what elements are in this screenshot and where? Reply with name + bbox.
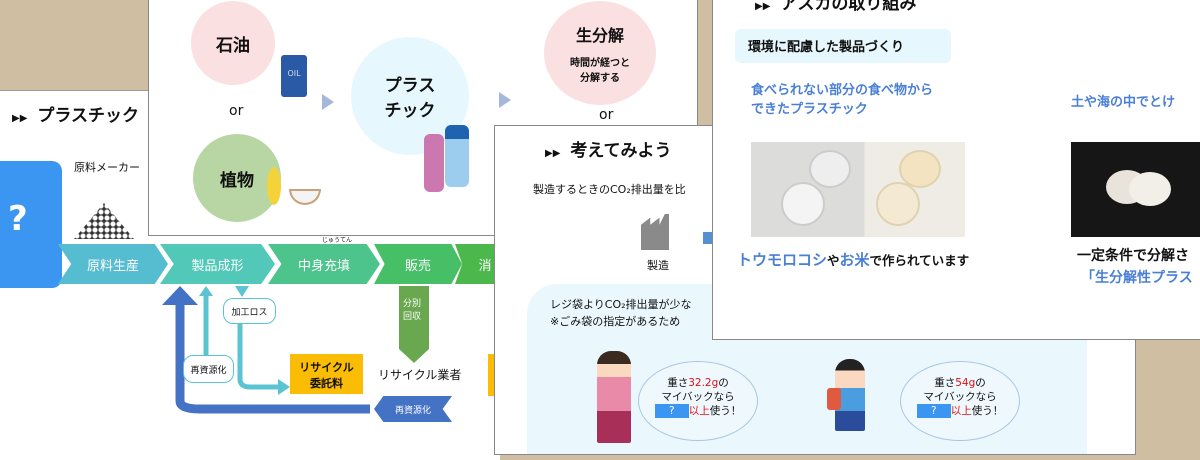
woman-icon xyxy=(597,351,631,443)
sorted-label: 分別 回収 xyxy=(403,299,422,322)
speech-bubble-2: 重さ54gの マイバックなら ?以上使う！ xyxy=(900,361,1020,441)
slide-asuka: ▶▶アスカの取り組み 環境に配慮した製品づくり 食べられない部分の食べ物から で… xyxy=(712,0,1200,340)
step-sales: 販売 xyxy=(374,244,462,284)
answer-input-1[interactable]: ? xyxy=(654,404,689,418)
oil-drum-icon: OIL xyxy=(281,55,307,97)
loss-box: 加工ロス xyxy=(223,298,276,324)
question-box[interactable]: ? xyxy=(0,161,62,288)
step-filling: 中身充填 xyxy=(268,244,380,284)
left-heading: 食べられない部分の食べ物から できたプラスチック xyxy=(751,83,934,117)
compare-text: 製造するときのCO₂排出量を比 xyxy=(533,183,686,196)
dish-photo xyxy=(1071,142,1200,237)
step-consume: 消 xyxy=(455,244,500,284)
arrow-icon xyxy=(499,92,511,108)
or-label-2: or xyxy=(599,107,614,123)
corn-icon xyxy=(267,167,281,205)
flow-title: ▶▶プラスチック xyxy=(12,106,140,126)
note-text: レジ袋よりCO₂排出量が少な※ごみ袋の指定があるため xyxy=(550,298,692,328)
answer-input-2[interactable]: ? xyxy=(916,404,951,418)
tag-label: 環境に配慮した製品づくり xyxy=(735,29,951,63)
speech-bubble-1: 重さ32.2gの マイバックなら ?以上使う！ xyxy=(638,361,758,441)
think-title: ▶▶考えてみよう xyxy=(545,141,672,161)
arrow-icon xyxy=(322,94,334,110)
maker-label: 原料メーカー xyxy=(74,161,140,174)
or-label: or xyxy=(229,103,244,119)
recycle-box: 再資源化 xyxy=(183,355,234,383)
step-raw: 原料生産 xyxy=(58,244,168,284)
recycle-arrow: 再資源化 xyxy=(374,396,452,422)
caps-photo xyxy=(751,142,965,237)
fee-box: リサイクル 委託料 xyxy=(290,354,363,394)
step-molding: 製品成形 xyxy=(160,244,275,284)
right-caption-2: 「生分解性プラス xyxy=(1081,270,1193,286)
right-heading: 土や海の中でとけ xyxy=(1071,95,1176,110)
rice-icon xyxy=(289,189,321,205)
bag-icon xyxy=(827,388,841,410)
oil-circle: 石油 xyxy=(191,1,275,85)
recycler-label: リサイクル業者 xyxy=(378,368,462,382)
ruby: じゅうてん xyxy=(322,237,353,244)
factory-label: 製造 xyxy=(647,259,669,272)
right-caption-1: 一定条件で分解さ xyxy=(1077,248,1189,264)
plant-circle: 植物 xyxy=(193,134,281,222)
bottle-icon-2 xyxy=(445,125,469,187)
flow-arrows xyxy=(162,286,429,414)
asuka-title: ▶▶アスカの取り組み xyxy=(755,0,917,14)
bottle-icon xyxy=(424,134,444,192)
biodegrade-circle: 生分解時間が経つと 分解する xyxy=(544,1,656,105)
left-caption: トウモロコシやお米で作られています xyxy=(737,251,970,269)
factory-icon xyxy=(641,214,669,250)
